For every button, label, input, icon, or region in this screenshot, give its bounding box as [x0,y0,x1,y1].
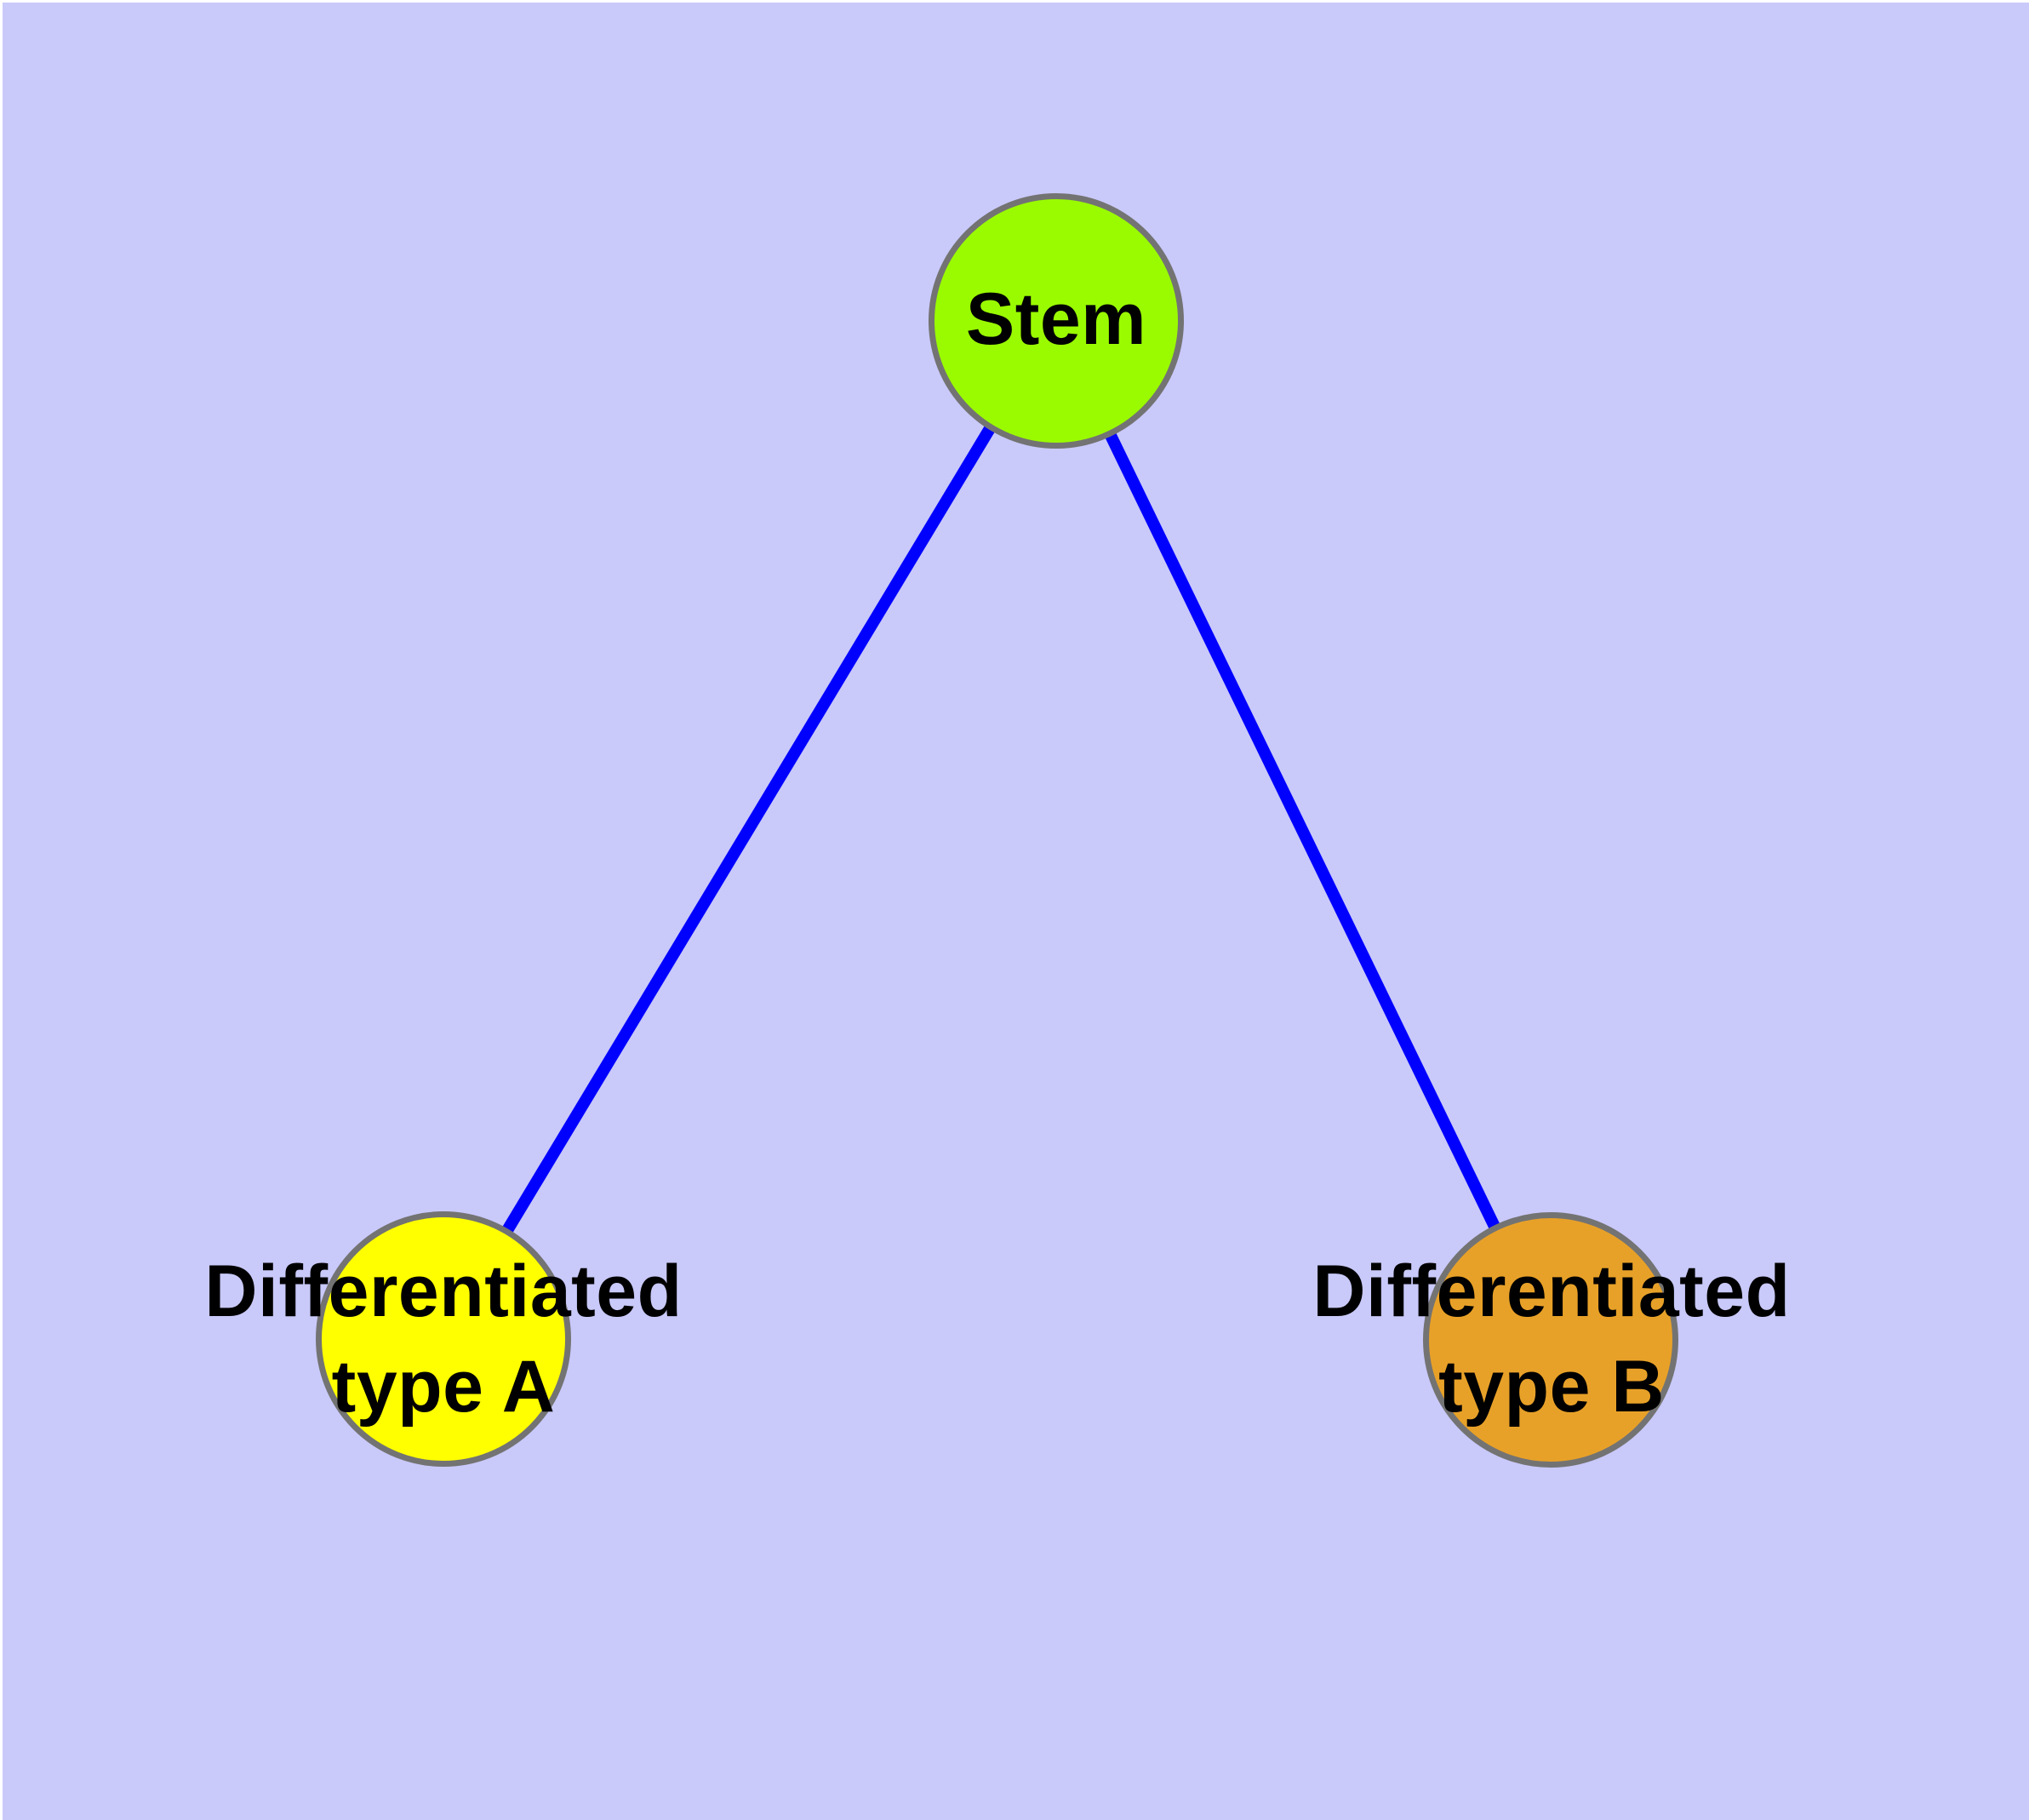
node-label-differentiated-type-b: Differentiated type B [1312,1251,1791,1428]
node-label-stem: Stem [965,278,1147,360]
node-differentiated-type-a[interactable] [316,1211,571,1467]
node-label-differentiated-type-a: Differentiated type A [204,1251,683,1428]
node-stem[interactable] [929,193,1184,449]
edge-stem-to-type-a [437,317,1060,1341]
node-differentiated-type-b[interactable] [1423,1212,1678,1468]
edge-stem-to-type-b [1049,318,1554,1341]
edges-layer [437,317,1554,1341]
